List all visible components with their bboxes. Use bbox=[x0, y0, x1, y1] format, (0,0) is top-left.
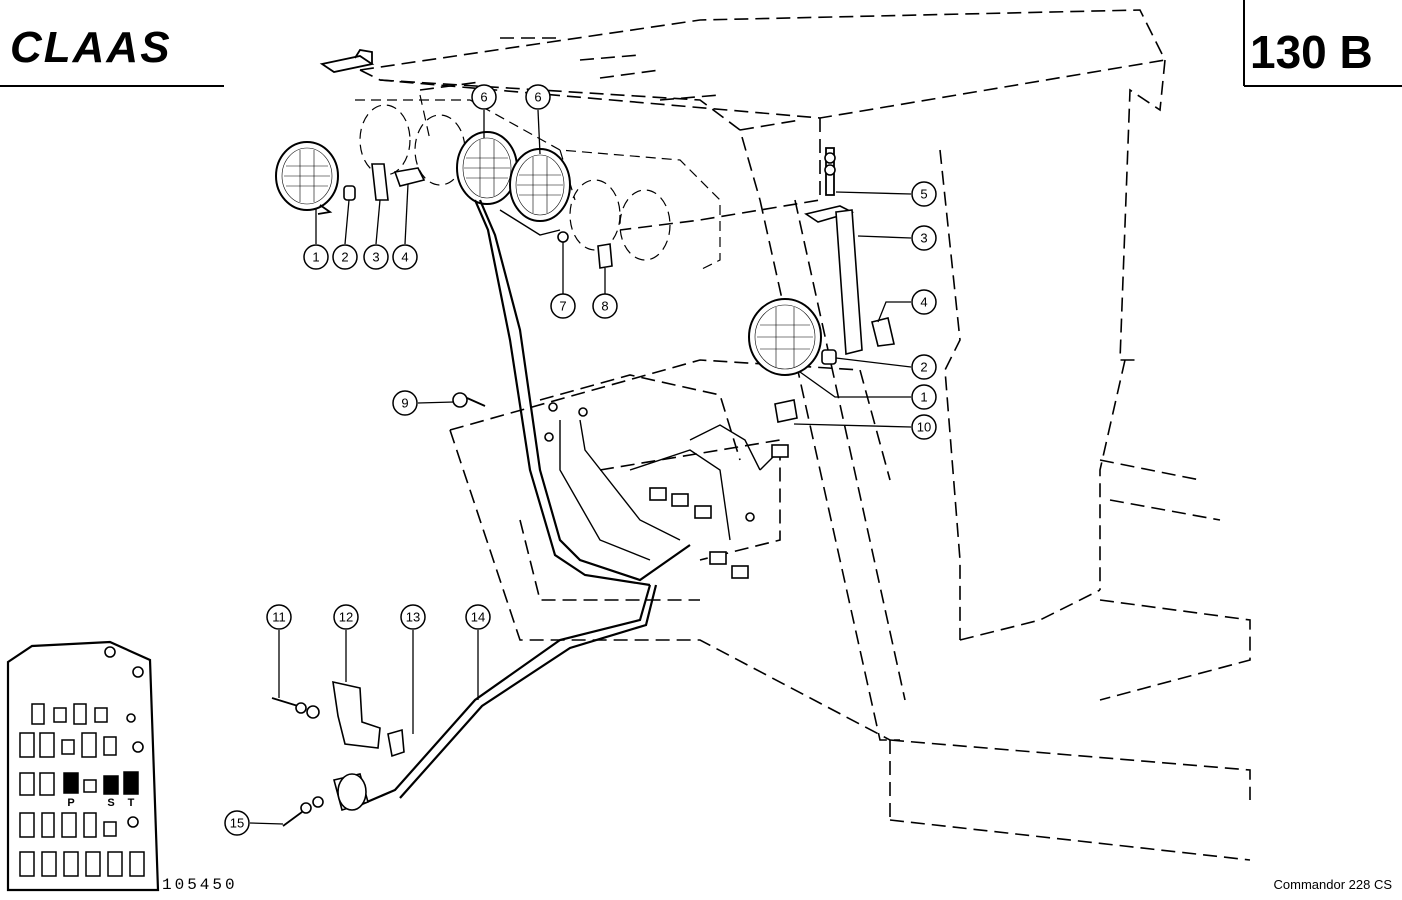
svg-text:4: 4 bbox=[401, 250, 408, 265]
work-lamp-right bbox=[748, 298, 822, 376]
grommet bbox=[387, 728, 405, 758]
svg-text:1: 1 bbox=[312, 250, 319, 265]
roof-lamp-2 bbox=[509, 148, 571, 222]
callout-6-a: 6 bbox=[471, 84, 497, 110]
callout-3-left: 3 bbox=[363, 244, 389, 270]
clip-left bbox=[393, 167, 426, 187]
callout-13: 13 bbox=[400, 604, 426, 630]
svg-text:5: 5 bbox=[920, 187, 927, 202]
callout-4-right: 4 bbox=[911, 289, 937, 315]
strip-bracket-left bbox=[371, 163, 389, 201]
callout-leaders bbox=[249, 109, 912, 825]
svg-text:14: 14 bbox=[471, 610, 485, 625]
horn bbox=[333, 773, 369, 812]
horn-bracket bbox=[332, 680, 381, 749]
fuse-letter-p: P bbox=[67, 797, 74, 809]
callout-6-b: 6 bbox=[525, 84, 551, 110]
svg-text:2: 2 bbox=[920, 360, 927, 375]
callout-3-right: 3 bbox=[911, 225, 937, 251]
cable-clip bbox=[597, 243, 613, 269]
callout-1-right: 1 bbox=[911, 384, 937, 410]
page-code: 130 B bbox=[1250, 26, 1373, 78]
callout-12: 12 bbox=[333, 604, 359, 630]
bushing-right bbox=[821, 349, 837, 365]
callout-4-left: 4 bbox=[392, 244, 418, 270]
svg-text:1: 1 bbox=[920, 390, 927, 405]
svg-text:9: 9 bbox=[401, 396, 408, 411]
bolt-11 bbox=[271, 697, 320, 719]
svg-text:7: 7 bbox=[559, 299, 566, 314]
callout-2-right: 2 bbox=[911, 354, 937, 380]
callout-11: 11 bbox=[266, 604, 292, 630]
rotary-switch bbox=[452, 392, 486, 408]
svg-text:13: 13 bbox=[406, 610, 420, 625]
fuse-letter-s: S bbox=[107, 797, 114, 809]
svg-text:4: 4 bbox=[920, 295, 927, 310]
brand-logo: CLAAS bbox=[10, 23, 172, 72]
svg-text:12: 12 bbox=[339, 610, 353, 625]
callout-5: 5 bbox=[911, 181, 937, 207]
svg-text:3: 3 bbox=[372, 250, 379, 265]
model-name: Commandor 228 CS bbox=[1274, 877, 1393, 892]
svg-text:8: 8 bbox=[601, 299, 608, 314]
bolt-15 bbox=[282, 796, 324, 827]
wiring-harness bbox=[359, 199, 781, 807]
callout-9: 9 bbox=[392, 390, 418, 416]
harness-connectors bbox=[544, 402, 789, 579]
callout-8: 8 bbox=[592, 293, 618, 319]
svg-text:6: 6 bbox=[534, 90, 541, 105]
bushing-left bbox=[343, 185, 356, 201]
svg-text:11: 11 bbox=[272, 610, 286, 625]
roof-lamp-1 bbox=[456, 131, 518, 205]
svg-text:10: 10 bbox=[917, 420, 931, 435]
svg-text:3: 3 bbox=[920, 231, 927, 246]
fuse-letter-t: T bbox=[128, 797, 135, 809]
work-lamp-left bbox=[275, 141, 339, 215]
callout-10: 10 bbox=[911, 414, 937, 440]
svg-text:6: 6 bbox=[480, 90, 487, 105]
callout-2-left: 2 bbox=[332, 244, 358, 270]
fuse-panel: P S T bbox=[6, 640, 160, 892]
svg-text:15: 15 bbox=[230, 816, 244, 831]
drawing-number: 105450 bbox=[162, 876, 238, 894]
callout-1-left: 1 bbox=[303, 244, 329, 270]
callout-15: 15 bbox=[224, 810, 250, 836]
nut bbox=[557, 231, 569, 243]
right-bracket bbox=[804, 147, 895, 356]
callout-7: 7 bbox=[550, 293, 576, 319]
callout-14: 14 bbox=[465, 604, 491, 630]
roof-bracket bbox=[319, 49, 375, 73]
callout-bubbles: 1 2 3 4 6 6 7 8 5 3 4 2 1 10 9 11 12 13 … bbox=[224, 84, 937, 836]
svg-text:2: 2 bbox=[341, 250, 348, 265]
switch-block bbox=[774, 399, 798, 423]
